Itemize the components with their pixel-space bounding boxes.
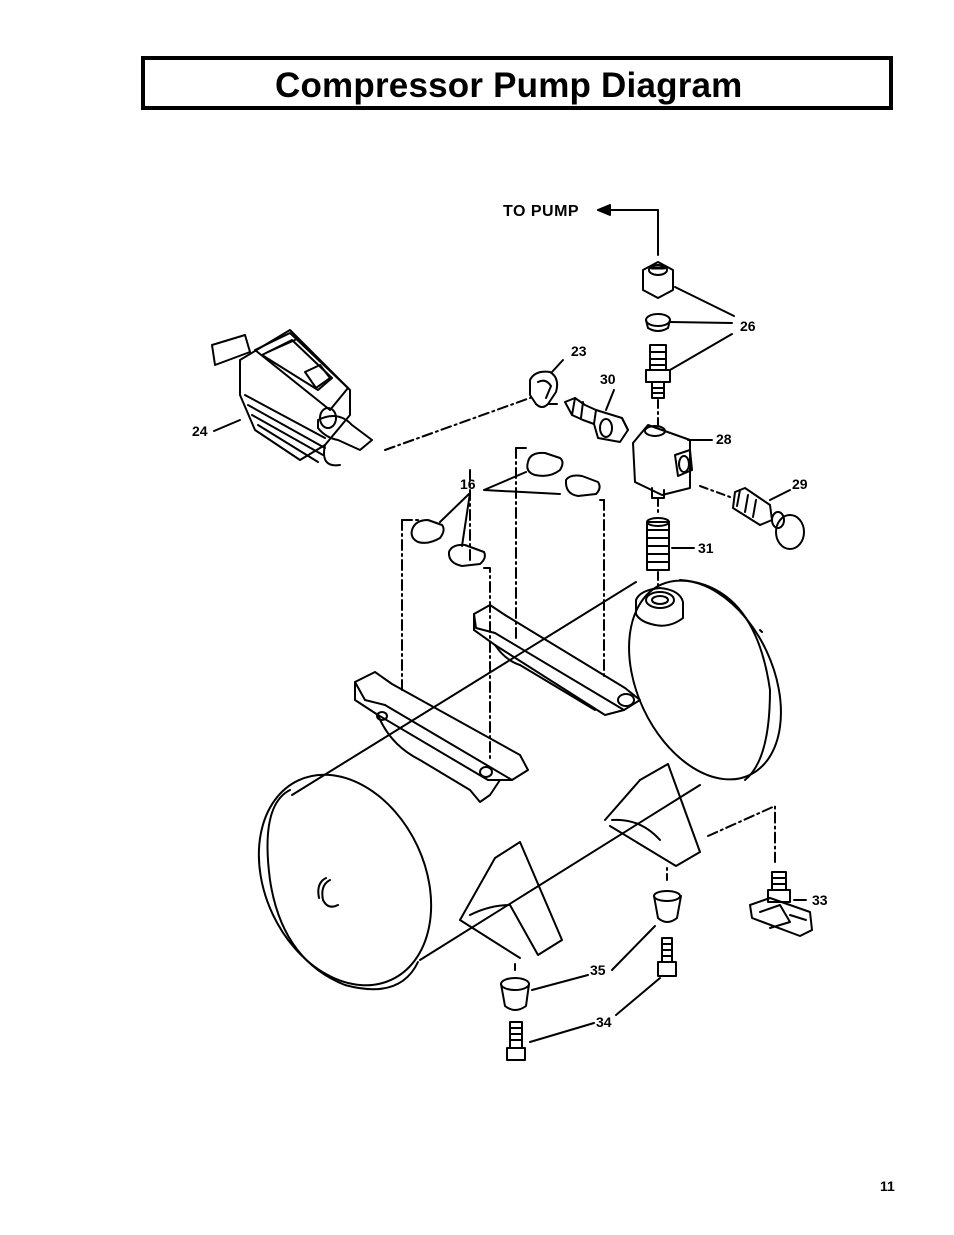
leader-30 bbox=[605, 389, 615, 411]
switch-centerline bbox=[384, 397, 531, 451]
part-16-pads bbox=[410, 451, 601, 567]
part-label-33: 33 bbox=[812, 892, 828, 908]
leader-26 bbox=[669, 286, 735, 371]
leader-35 bbox=[531, 925, 656, 991]
part-26-ferrule bbox=[645, 313, 671, 332]
leader-24 bbox=[213, 419, 241, 432]
part-23-clamp bbox=[529, 370, 559, 408]
part-35-foot-left bbox=[500, 977, 530, 1011]
part-label-23: 23 bbox=[571, 343, 587, 359]
part-label-29: 29 bbox=[792, 476, 808, 492]
part-label-35: 35 bbox=[590, 962, 606, 978]
part-26-nut bbox=[642, 261, 674, 299]
part-28-cross-fitting bbox=[632, 424, 693, 499]
title-box: Compressor Pump Diagram bbox=[141, 56, 893, 110]
part-label-28: 28 bbox=[716, 431, 732, 447]
part-label-31: 31 bbox=[698, 540, 714, 556]
part-34-bolt-left bbox=[506, 1021, 526, 1061]
page-number: 11 bbox=[880, 1178, 895, 1194]
part-34-bolt-right bbox=[657, 937, 677, 977]
part-26-fitting bbox=[645, 344, 671, 399]
mounting-rail-rear bbox=[473, 604, 641, 716]
pad-alignment-lines bbox=[401, 447, 605, 761]
part-31-nipple bbox=[646, 517, 670, 571]
part-label-26: 26 bbox=[740, 318, 756, 334]
part-label-16: 16 bbox=[460, 476, 476, 492]
leader-29 bbox=[769, 489, 791, 501]
part-label-30: 30 bbox=[600, 371, 616, 387]
part-label-24: 24 bbox=[192, 423, 208, 439]
mounting-rail-front bbox=[354, 671, 529, 803]
leader-23 bbox=[551, 359, 564, 373]
tank-legs bbox=[459, 763, 701, 959]
part-33-clip bbox=[749, 871, 813, 937]
part-label-34: 34 bbox=[596, 1014, 612, 1030]
part-30-valve bbox=[564, 397, 629, 443]
to-pump-arrow bbox=[597, 204, 659, 256]
to-pump-label: TO PUMP bbox=[503, 203, 579, 220]
page-title: Compressor Pump Diagram bbox=[275, 66, 743, 105]
air-tank bbox=[257, 579, 782, 991]
part-24-pressure-switch bbox=[211, 329, 373, 467]
leader-16 bbox=[439, 471, 561, 547]
leader-34 bbox=[529, 977, 661, 1043]
leg-centerline bbox=[707, 805, 776, 863]
part-35-foot-right bbox=[653, 890, 682, 923]
part-29-safety-valve bbox=[699, 485, 805, 550]
